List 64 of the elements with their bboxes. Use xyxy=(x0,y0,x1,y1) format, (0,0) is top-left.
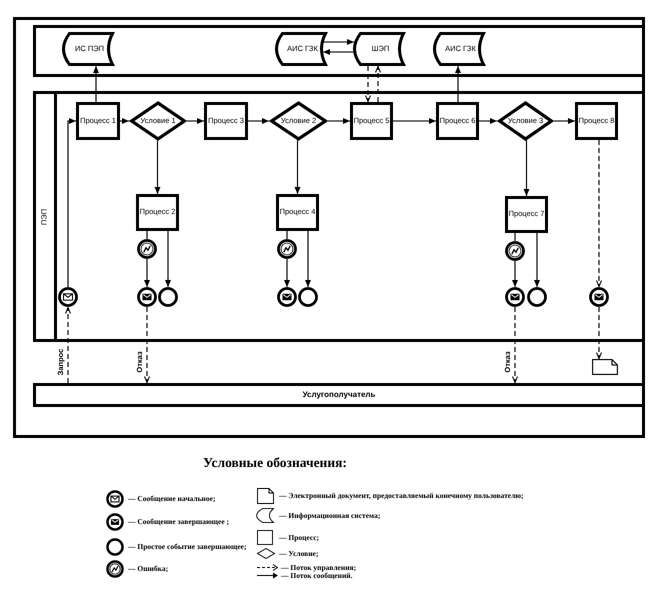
process-box xyxy=(276,194,319,231)
decision-diamond xyxy=(497,101,554,141)
swimlane xyxy=(33,91,645,342)
arrow xyxy=(67,118,76,287)
arrow xyxy=(144,259,150,287)
lane-label: Услугополучатель xyxy=(302,390,376,400)
filled-envelope-circle-icon xyxy=(589,287,609,307)
ring-icon xyxy=(527,287,547,307)
document-icon xyxy=(592,359,618,375)
process-box xyxy=(76,102,120,140)
arrow xyxy=(512,307,518,383)
filled-envelope-circle-icon xyxy=(277,287,297,307)
decision-diamond xyxy=(129,101,187,141)
arrow xyxy=(328,118,350,124)
arrow xyxy=(324,39,354,45)
connector-line xyxy=(286,231,288,239)
arrow xyxy=(144,307,150,383)
arrow xyxy=(375,66,381,102)
arrow xyxy=(554,118,575,124)
lightning-circle-icon xyxy=(137,239,157,259)
lightning-circle-icon xyxy=(505,241,525,261)
filled-envelope-circle-icon xyxy=(505,287,525,307)
arrow xyxy=(393,118,436,124)
arrow xyxy=(120,118,129,124)
arrow xyxy=(294,140,300,194)
arrow xyxy=(248,118,269,124)
arrow xyxy=(165,231,171,287)
arrow xyxy=(284,259,290,287)
process-box xyxy=(350,102,393,140)
connector-line xyxy=(514,233,516,241)
process-box xyxy=(436,102,479,140)
information-system-shape xyxy=(275,32,327,66)
arrow xyxy=(596,307,602,359)
filled-envelope-circle-icon xyxy=(137,287,157,307)
arrow xyxy=(512,261,518,287)
arrow xyxy=(524,140,530,196)
lightning-circle-icon xyxy=(277,239,297,259)
arrow xyxy=(323,49,354,55)
information-system-shape xyxy=(62,32,114,66)
ring-icon xyxy=(158,287,178,307)
envelope-circle-icon xyxy=(58,287,78,307)
pool-frame xyxy=(13,17,645,438)
information-system-shape xyxy=(433,32,485,66)
process-box xyxy=(505,196,548,233)
arrow xyxy=(534,233,540,287)
decision-diamond xyxy=(269,101,328,141)
arrow xyxy=(596,140,602,287)
arrow xyxy=(305,231,311,287)
process-box xyxy=(575,102,618,140)
swimlane xyxy=(33,25,645,77)
process-box xyxy=(204,102,248,140)
arrow xyxy=(365,66,371,102)
arrow xyxy=(479,118,497,124)
connector-line xyxy=(146,231,148,239)
ring-icon xyxy=(298,287,318,307)
legend-title: Условные обозначения: xyxy=(202,455,348,472)
arrow xyxy=(65,307,71,383)
arrow xyxy=(455,66,461,102)
arrow xyxy=(187,118,204,124)
arrow xyxy=(154,140,160,194)
information-system-shape xyxy=(353,32,405,66)
process-box xyxy=(136,194,179,231)
swimlane xyxy=(33,383,645,407)
arrow xyxy=(93,66,99,102)
